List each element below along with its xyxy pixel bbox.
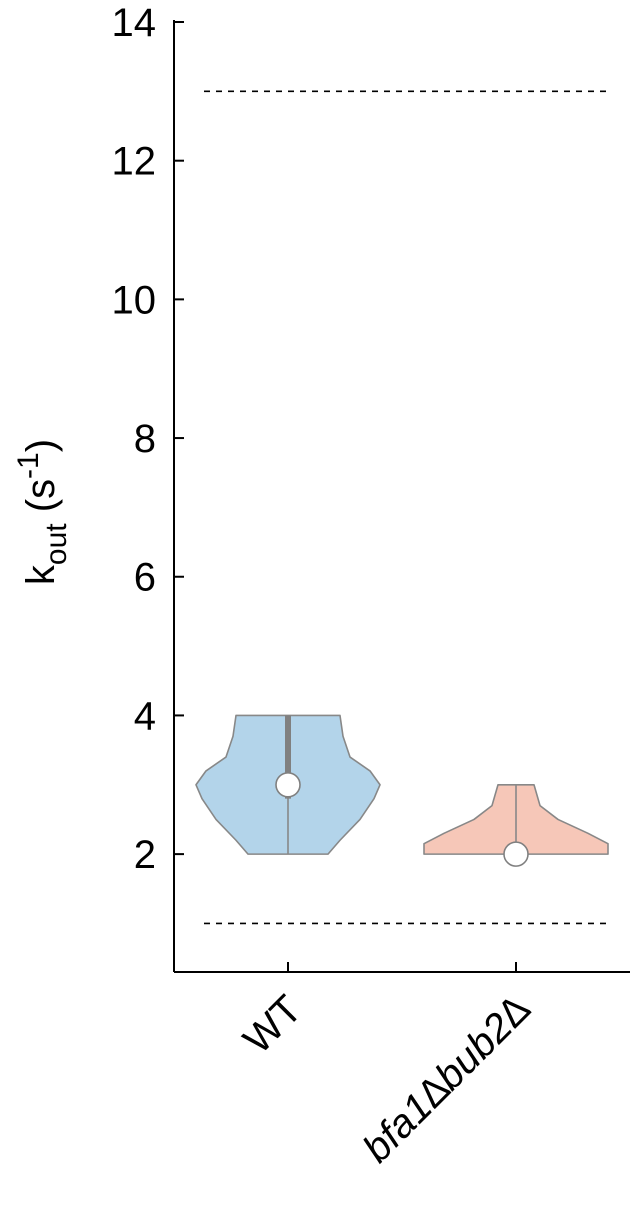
y-tick-label: 8: [134, 417, 156, 461]
y-tick-label: 12: [112, 140, 157, 184]
y-axis-title: kout (s-1): [12, 439, 73, 585]
x-ticks: WT bfa1∆bub2∆: [235, 962, 538, 1171]
y-tick-label: 4: [134, 694, 156, 738]
y-tick-label: 14: [112, 1, 157, 45]
violin-median: [503, 841, 529, 867]
y-axis-base: k: [19, 564, 63, 585]
violins: [195, 714, 609, 867]
y-axis-unit-open: (s: [19, 479, 63, 523]
y-axis-superscript: -1: [12, 452, 45, 479]
violin-median: [275, 771, 301, 798]
y-axis-unit-close: ): [19, 439, 63, 452]
axes: [173, 20, 630, 973]
y-tick-label: 6: [134, 556, 156, 600]
category-label: WT: [235, 987, 310, 1062]
y-tick-label: 2: [134, 833, 156, 877]
y-ticks: 2 4 6 8 10 12 14: [112, 1, 184, 877]
category-label: bfa1∆bub2∆: [355, 987, 539, 1171]
reference-lines: [204, 90, 608, 925]
y-axis-subscript: out: [40, 523, 73, 565]
y-tick-label: 10: [112, 278, 157, 322]
